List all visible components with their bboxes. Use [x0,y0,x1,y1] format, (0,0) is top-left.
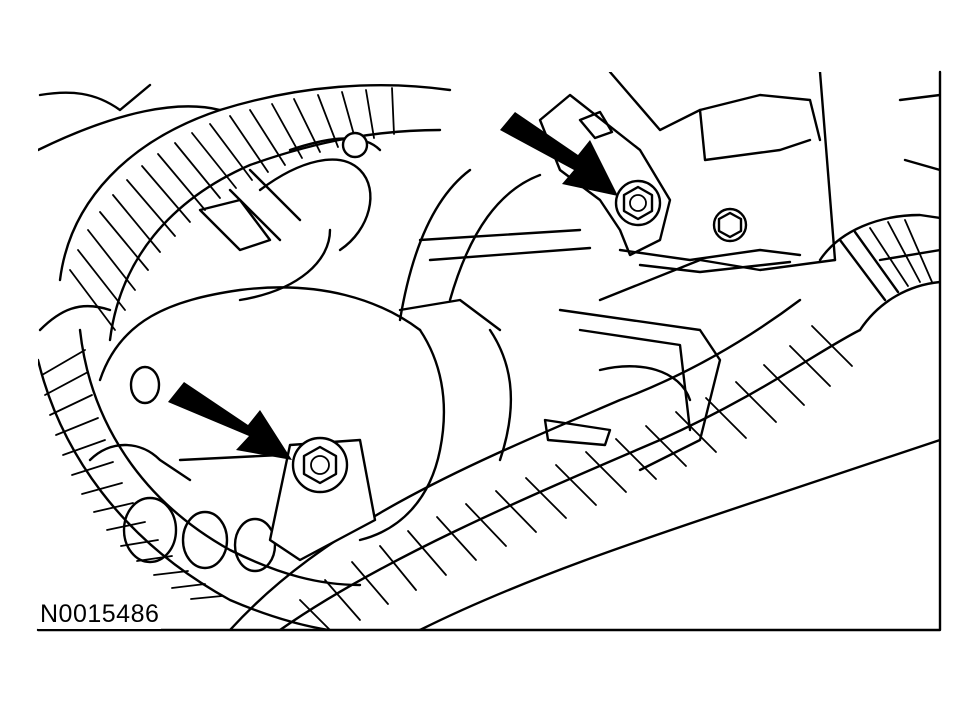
coolant-hose-right [818,213,940,332]
frame-border [36,70,942,632]
bolt-secondary [712,207,748,243]
callout-arrow-upper [500,112,618,196]
corrugated-harness-left [58,83,452,342]
engine-housing [88,286,722,573]
engine-bay-background [38,72,940,332]
bolt-upper-right [614,179,662,227]
corrugated-harness-outer-left [38,328,422,630]
figure-id-label: N0015486 [38,600,162,629]
bolt-lower-left [268,436,377,562]
callout-arrow-lower [168,382,292,460]
corrugated-harness-main [228,298,940,630]
cables-upper [198,131,382,302]
bracket-assembly [398,93,802,322]
